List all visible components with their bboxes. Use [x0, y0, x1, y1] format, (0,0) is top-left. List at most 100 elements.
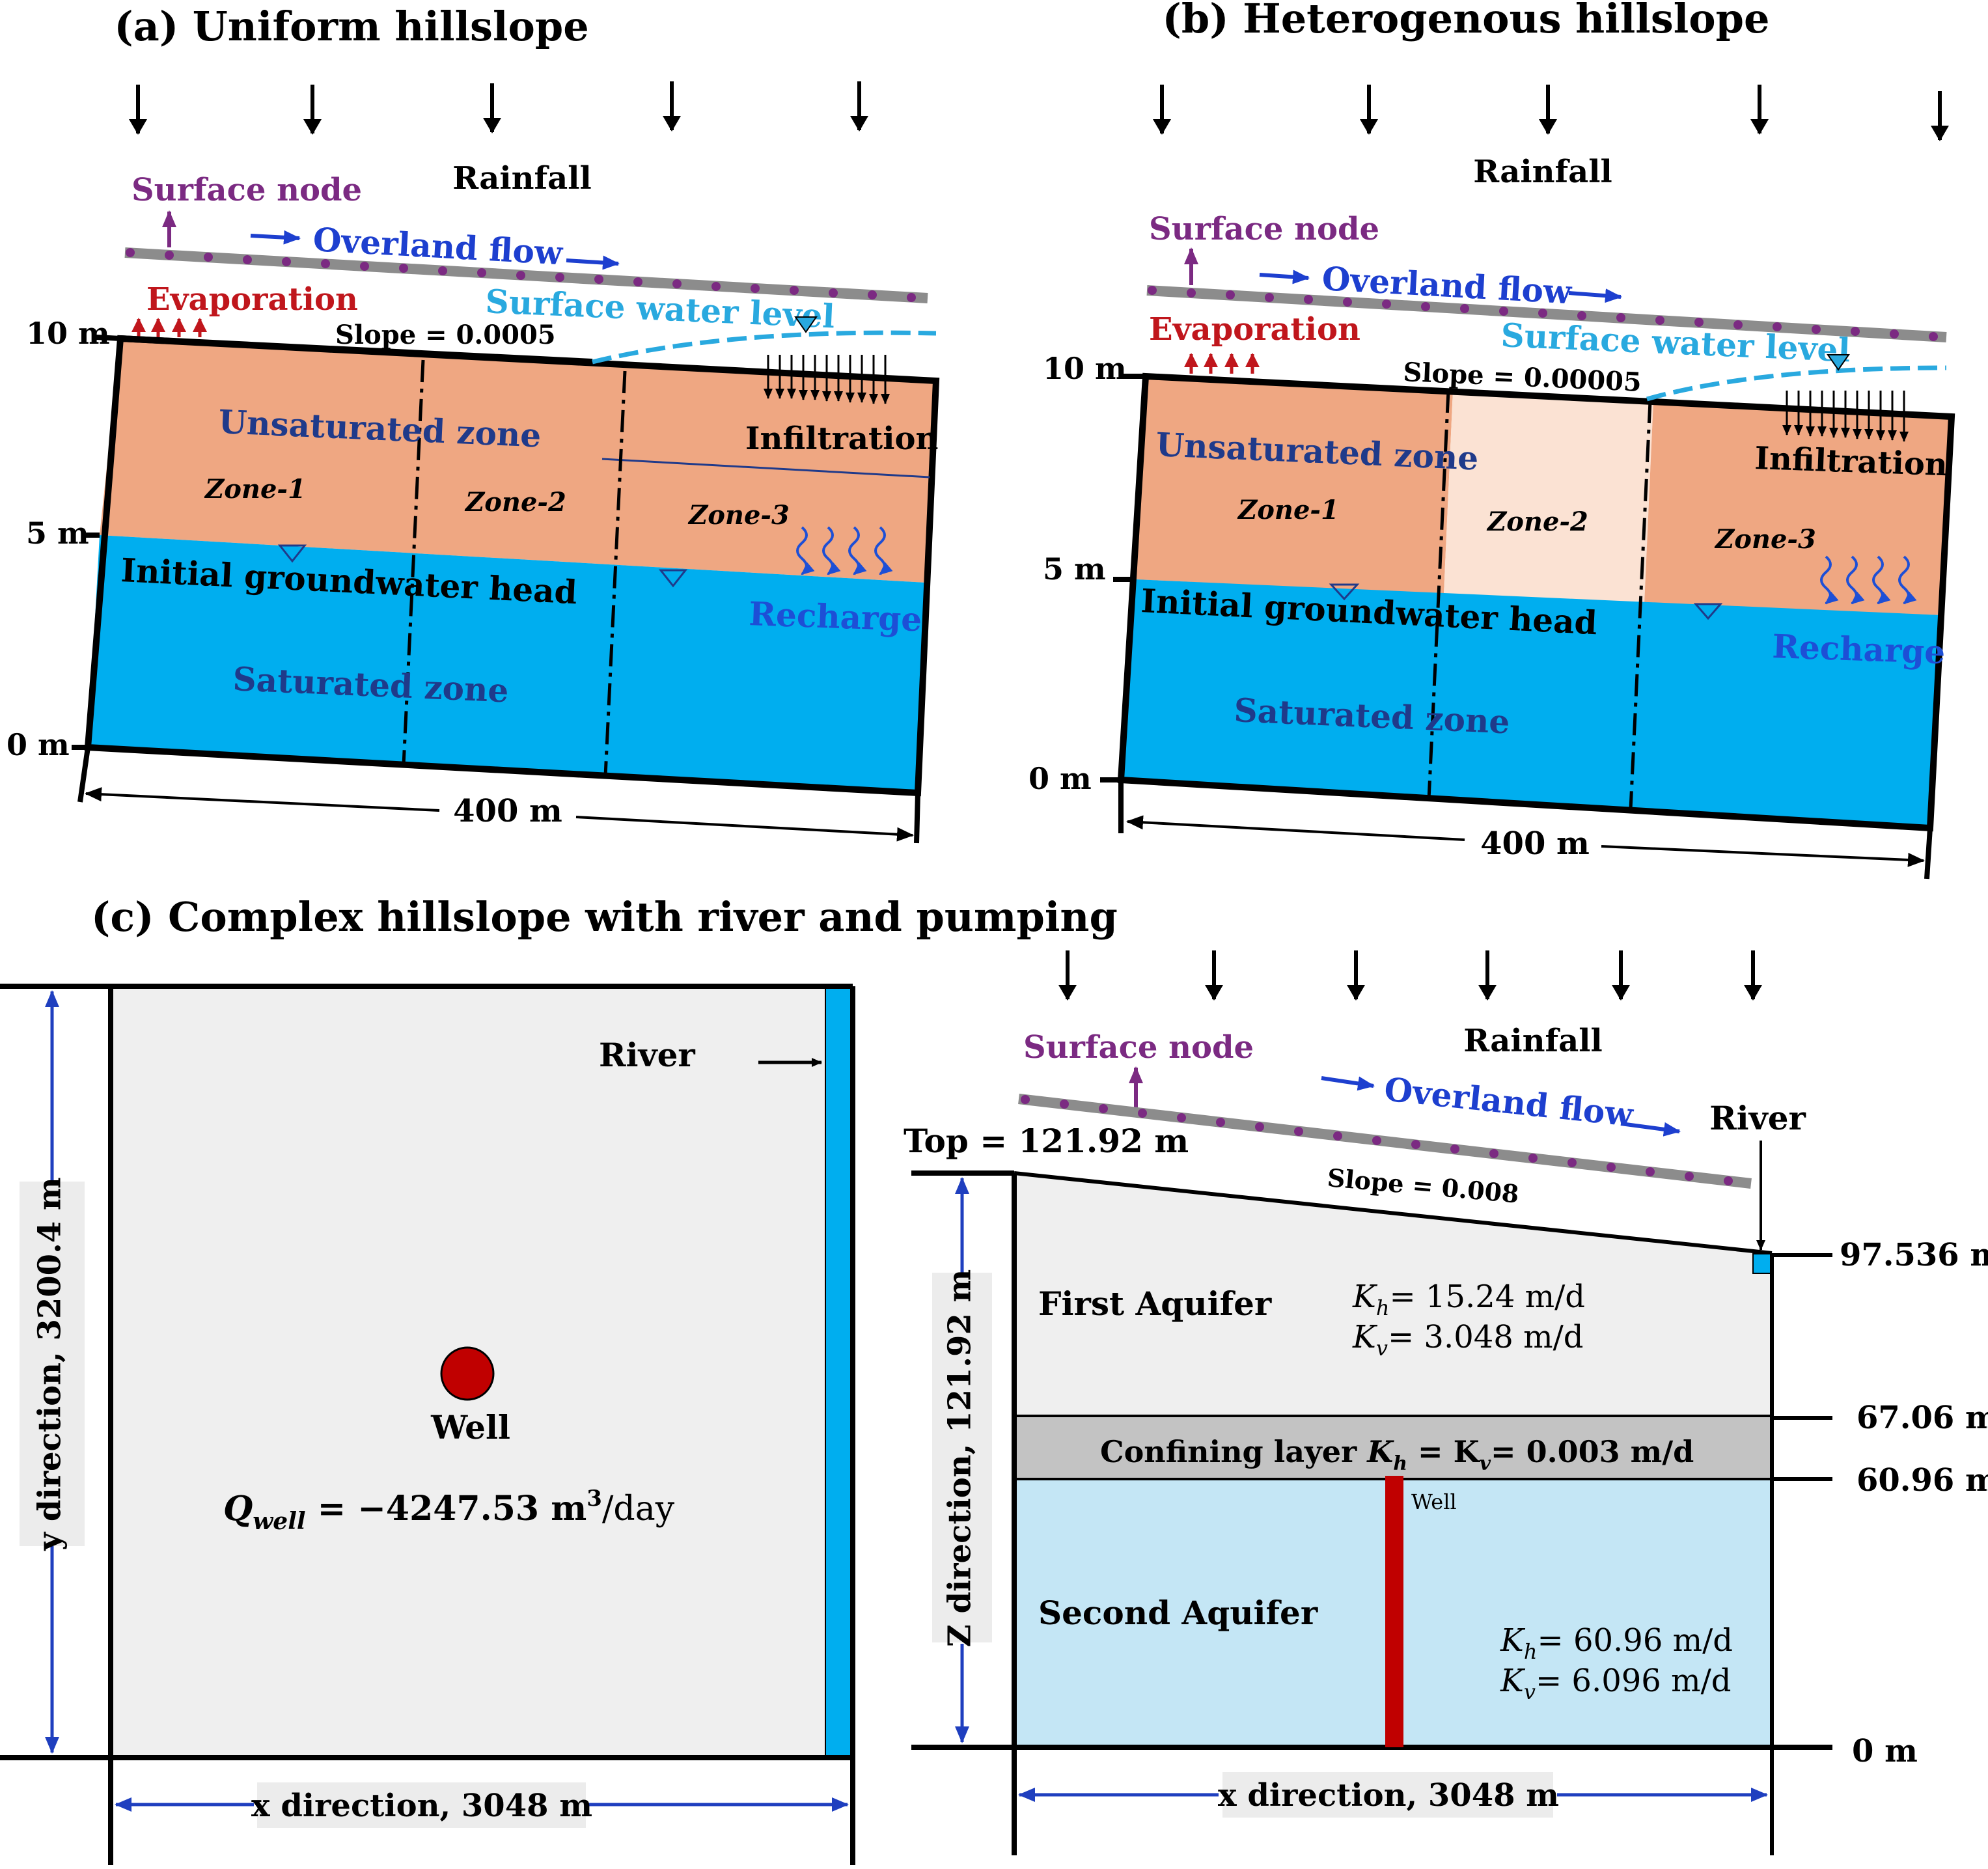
- surface-nodes: [1148, 286, 1938, 341]
- gw-triangle-1: [1329, 583, 1360, 601]
- length-label: 400 m: [1480, 825, 1590, 862]
- evaporation-label: Evaporation: [146, 281, 358, 318]
- unsat-zone-1: [1136, 376, 1453, 594]
- recharge-label: Recharge: [1772, 627, 1946, 671]
- unsat-zone-2: [1444, 391, 1653, 604]
- river-label: River: [599, 1036, 695, 1074]
- z-dim-label: Z direction, 121.92 m: [942, 1269, 978, 1648]
- confining-layer: [1014, 1416, 1772, 1479]
- swl-triangle: [794, 316, 818, 333]
- y-dim-label-bg: [20, 1182, 85, 1546]
- length-dim-2: [1601, 845, 1925, 867]
- rain-arrows: [1058, 950, 1762, 1001]
- overland-arrow-1: [1321, 1076, 1375, 1091]
- length-dim-1: [85, 787, 440, 812]
- rainfall-label: Rainfall: [1463, 1023, 1602, 1059]
- kh2-label: Kh= 60.96 m/d: [1500, 1622, 1733, 1664]
- y-ticks: [72, 335, 121, 750]
- confining-label: Confining layer Kh = Kv= 0.003 m/d: [1100, 1434, 1694, 1475]
- panel-a-title: (a) Uniform hillslope: [114, 3, 588, 50]
- well-label: Well: [1411, 1489, 1457, 1514]
- well-casing: [1385, 1476, 1403, 1747]
- length-label: 400 m: [453, 793, 562, 829]
- infiltration-arrows: [1782, 391, 1909, 442]
- rainfall-label: Rainfall: [452, 160, 591, 197]
- kh1-label: Kh= 15.24 m/d: [1352, 1279, 1585, 1320]
- right-ext: [1924, 827, 1933, 879]
- river-strip: [825, 986, 852, 1758]
- slope-label: Slope = 0.0005: [335, 320, 556, 350]
- recharge-arrows: [796, 526, 893, 575]
- slope-line-ext: [120, 335, 593, 365]
- tick-5m: 5 m: [26, 516, 89, 551]
- second-aquifer-label: Second Aquifer: [1038, 1594, 1318, 1632]
- kv2-label: Kv= 6.096 m/d: [1500, 1663, 1732, 1704]
- gw-triangle-2: [1693, 603, 1723, 620]
- zone-2-label: Zone-2: [1486, 506, 1588, 537]
- elev-97: 97.536 m: [1840, 1237, 1988, 1273]
- elev-0: 0 m: [1852, 1733, 1918, 1769]
- surface-nodes: [126, 248, 916, 302]
- panel-c-title: (c) Complex hillslope with river and pum…: [91, 893, 1118, 941]
- kv1-label: Kv= 3.048 m/d: [1352, 1319, 1584, 1361]
- panel-b-title: (b) Heterogenous hillslope: [1163, 0, 1770, 42]
- evaporation-arrows: [131, 318, 207, 337]
- first-aquifer-label: First Aquifer: [1038, 1284, 1272, 1323]
- sat-zone: [88, 535, 926, 793]
- section-view: Rainfall Surface node Overland flow Rive…: [904, 950, 1988, 1855]
- zone-dividers: [1427, 390, 1652, 810]
- river-label: River: [1709, 1099, 1806, 1137]
- z-dim-label-bg: [932, 1273, 992, 1642]
- length-dim-2: [575, 816, 914, 842]
- rain-arrows: [129, 81, 868, 135]
- tick-5m: 5 m: [1043, 551, 1106, 587]
- surface-node-label: Surface node: [1149, 211, 1379, 247]
- zone-2-label: Zone-2: [464, 487, 566, 518]
- zone-3-label: Zone-3: [1714, 524, 1816, 555]
- x-dim-label: x direction, 3048 m: [1218, 1777, 1559, 1814]
- swl-line: [592, 330, 937, 365]
- rain-arrows: [1153, 85, 1949, 141]
- sat-zone: [1121, 579, 1942, 828]
- river-node: [1752, 1253, 1771, 1274]
- surface-nodes: [1021, 1095, 1733, 1185]
- tick-10m: 10 m: [1043, 351, 1127, 386]
- x-dim-label-bg: [1222, 1772, 1553, 1818]
- top-label: Top = 121.92 m: [904, 1122, 1189, 1160]
- q-well-label: Qwell = −4247.53 m3/day: [223, 1486, 675, 1535]
- x-dim-label-bg: [257, 1782, 586, 1828]
- elev-61: 60.96 m: [1857, 1462, 1988, 1499]
- evaporation-label: Evaporation: [1149, 311, 1360, 348]
- y-dim-label: y direction, 3200.4 m: [32, 1177, 68, 1551]
- gw-triangle-2: [658, 569, 688, 588]
- zone-1-label: Zone-1: [1237, 495, 1339, 525]
- overland-arrow-2: [566, 255, 620, 270]
- surface-node-label: Surface node: [131, 172, 362, 208]
- right-ext: [914, 792, 920, 844]
- plan-view: River Well Qwell = −4247.53 m3/day y dir…: [0, 984, 855, 1865]
- elev-67: 67.06 m: [1857, 1400, 1988, 1436]
- length-dim-1: [1126, 815, 1465, 841]
- x-dim-label: x direction, 3048 m: [251, 1788, 592, 1824]
- tick-0m: 0 m: [1029, 761, 1092, 796]
- unsat-zone: [100, 339, 936, 583]
- infiltration-front: [601, 458, 930, 478]
- well-label: Well: [430, 1408, 510, 1447]
- overland-arrow-2: [1568, 288, 1622, 303]
- left-ext: [77, 747, 90, 803]
- swl-line: [1646, 365, 1947, 402]
- overland-arrow-2: [1620, 1122, 1681, 1137]
- gw-triangle-1: [277, 544, 307, 563]
- rainfall-label: Rainfall: [1473, 154, 1612, 190]
- zone-3-label: Zone-3: [687, 500, 790, 531]
- overland-arrow-1: [1259, 270, 1310, 284]
- overland-arrow-1: [250, 230, 301, 245]
- tick-10m: 10 m: [26, 316, 110, 351]
- infiltration-label: Infiltration: [745, 421, 938, 457]
- surface-node-label: Surface node: [1023, 1029, 1254, 1066]
- infiltration-label: Infiltration: [1754, 440, 1948, 483]
- tick-0m: 0 m: [7, 727, 70, 762]
- overland-flow-label: Overland flow: [1383, 1070, 1636, 1134]
- infiltration-arrows: [764, 355, 890, 404]
